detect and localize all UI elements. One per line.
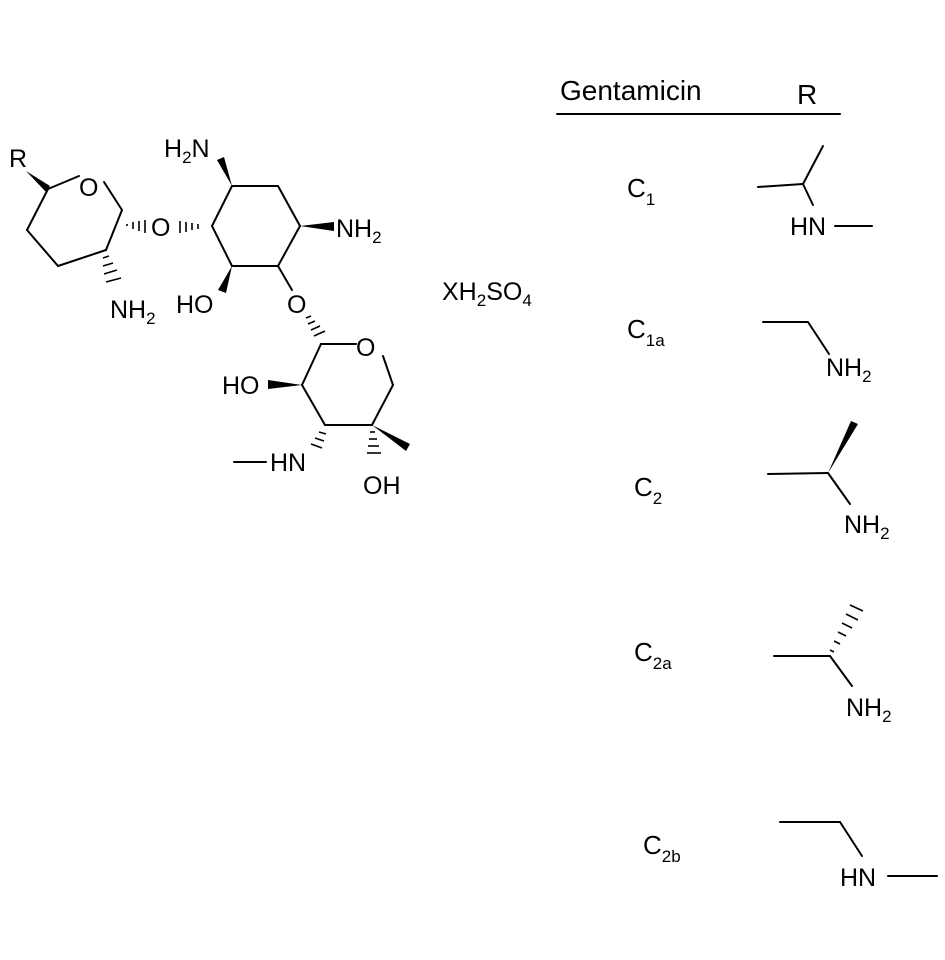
ring-1-oxygen: O [79,174,98,202]
r-group-c2-drawing [767,421,858,505]
gentamicin-core-structure: R O O NH2 [9,135,410,500]
r-group-c2-atom: NH2 [844,511,890,543]
row-label-c2b: C2b [643,830,681,866]
bond [211,185,233,227]
ring-3-oh: OH [363,472,401,500]
table-row: C2b HN [643,821,938,892]
ring-3-oxygen: O [356,334,375,362]
hash-bond-oh [367,431,381,454]
bond [277,225,301,267]
ring-1-amine: NH2 [110,296,156,328]
bond [277,185,301,227]
top-amine: H2N [164,135,210,167]
wedge-h2n [217,157,232,186]
ring-2: H2N NH2 HO O [164,135,382,319]
row-label-c2: C2 [634,472,662,508]
r-wedge-bond [26,171,50,192]
wedge-ho [218,266,232,293]
bond [103,181,123,211]
r-group-c2b-drawing [779,821,938,877]
salt-label: XH2SO4 [442,278,532,310]
hash-bond-nh2 [102,255,122,283]
table-header-gentamicin: Gentamicin [560,75,702,106]
ring-3-hydroxyl: HO [222,372,260,400]
link-oxygen-2: O [287,291,306,319]
bond [211,225,233,267]
r-group-c2a-atom: NH2 [846,694,892,726]
wedge-nh2-right [300,222,334,231]
bond [47,175,80,190]
table-row: C2a NH2 [634,604,892,726]
middle-hydroxyl: HO [176,291,214,319]
ring-3-methylamine: HN [270,449,306,477]
row-label-c1: C1 [627,173,655,209]
wedge-methyl [372,425,410,451]
r-group-c1a-drawing [762,321,830,355]
table-row: C1 HN [627,145,873,241]
bond [57,249,107,267]
hash-bond-hn [310,431,327,449]
bond [382,355,394,386]
r-group-c1a-atom: NH2 [826,354,872,386]
hash-bond-ring3-o [305,315,326,337]
right-amine: NH2 [336,215,382,247]
bond [26,229,59,267]
r-group-c1-atom: HN [790,213,826,241]
wedge-ho-ring3 [268,380,302,389]
ring-1: R O O NH2 [9,145,170,328]
bond [105,209,123,251]
table-row: C2 NH2 [634,421,890,543]
bond [301,384,326,426]
bond [26,188,49,231]
r-group-c1-drawing [757,145,873,227]
row-label-c1a: C1a [627,314,665,350]
r-group-label: R [9,145,27,173]
table-header-r: R [797,79,817,110]
ring-3: O HO HN OH [222,315,410,500]
bond [371,384,394,426]
bond [277,265,293,291]
row-label-c2a: C2a [634,637,672,673]
r-group-c2b-atom: HN [840,864,876,892]
r-group-c2a-drawing [773,604,864,687]
link-oxygen-1: O [151,214,170,242]
hash-bond-ring2-o [179,221,199,233]
r-group-table: Gentamicin R C1 HN C1a NH2 C2 [556,75,938,892]
hash-bond-o-link [126,220,146,233]
bond [301,343,322,386]
table-row: C1a NH2 [627,314,872,386]
